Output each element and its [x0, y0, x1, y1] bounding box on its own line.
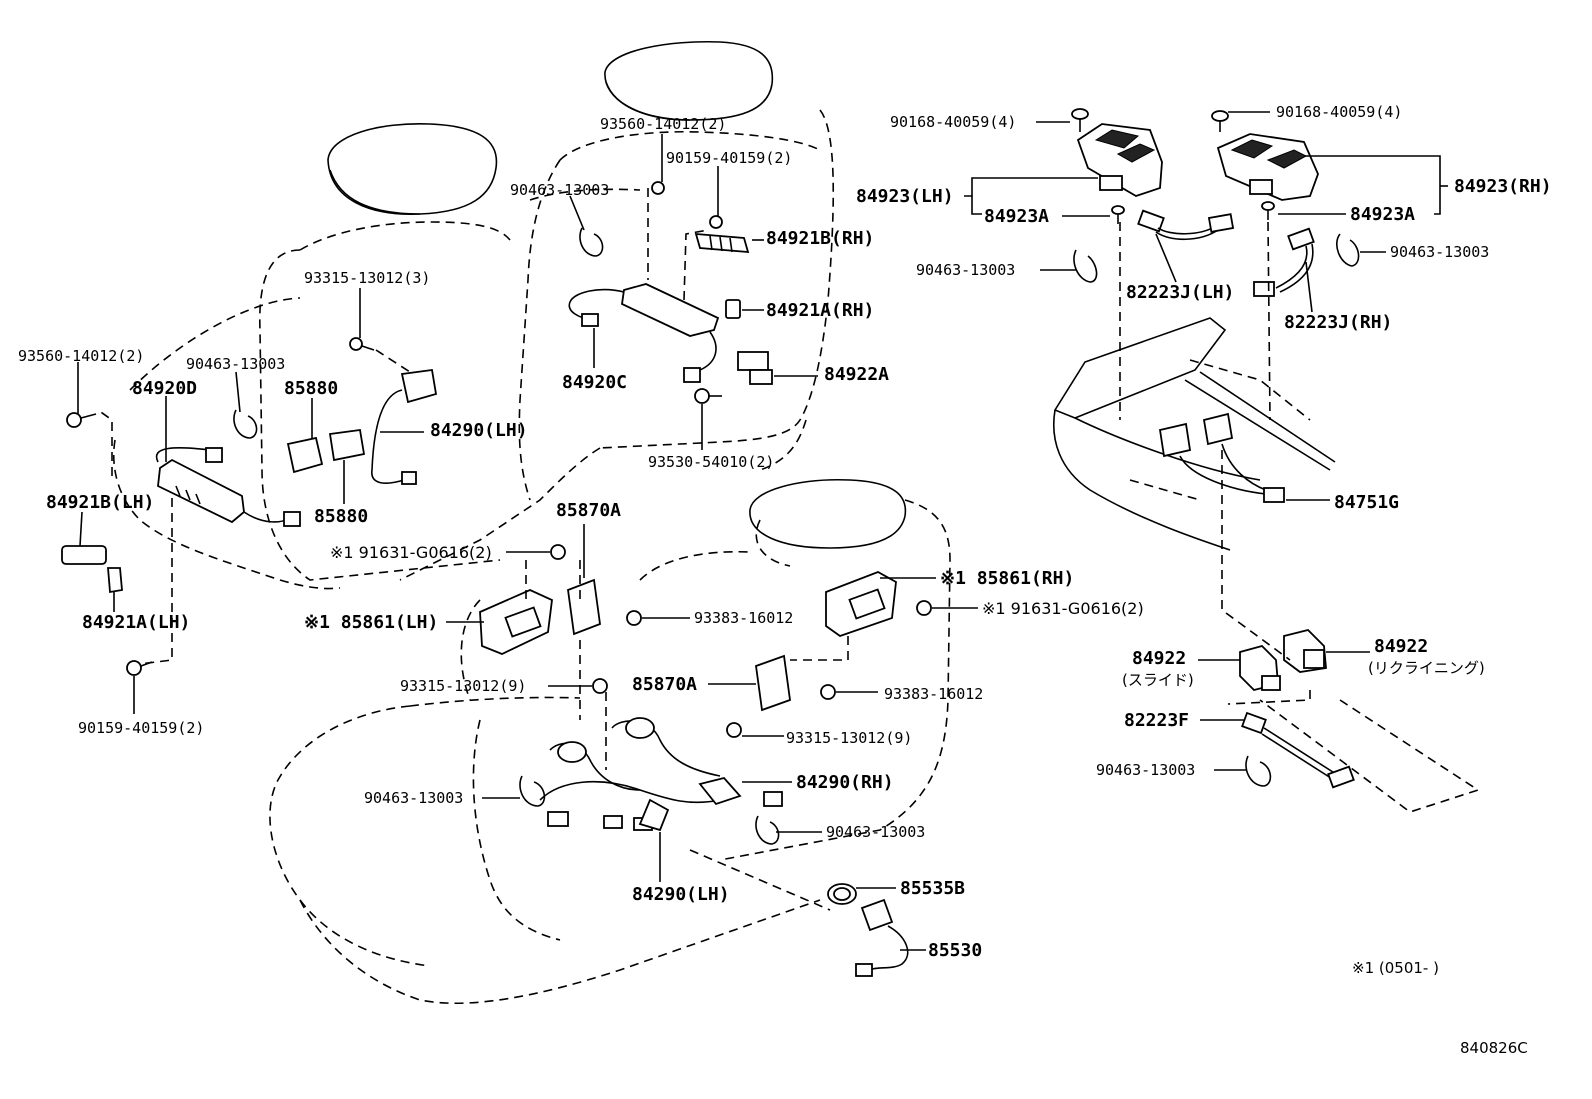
assembly-dash-lines [97, 188, 1480, 813]
part-label: 85880 [284, 378, 339, 399]
footnote-label: ※1 (0501- ) [1352, 959, 1439, 977]
power-outlet-85530-icon [827, 883, 909, 977]
front-screw-icon [550, 544, 932, 738]
wire-harness-84290-front-icon [539, 717, 783, 832]
module-85870a-icon [567, 578, 791, 712]
part-label: 93560-14012(2) [18, 347, 145, 365]
part-label: 82223F [1124, 710, 1190, 731]
part-label: 93560-14012(2) [600, 115, 727, 133]
part-label: 90168-40059(4) [1276, 103, 1403, 121]
part-label: 90168-40059(4) [890, 113, 1017, 131]
part-label: 93315-13012(9) [786, 729, 913, 747]
wire-harness-82223f-icon [1241, 711, 1355, 789]
part-label: (スライド) [1122, 671, 1194, 689]
wire-clamp-icon [233, 227, 1360, 845]
part-label: 93383-16012 [694, 609, 794, 627]
part-label: ※1 85861(LH) [304, 612, 439, 633]
part-label: 84923(LH) [856, 186, 954, 207]
part-label: ※1 85861(RH) [940, 568, 1075, 589]
part-label: 84751G [1334, 492, 1400, 513]
wire-harness-84920c-icon [568, 283, 773, 385]
part-label: 93383-16012 [884, 685, 984, 703]
part-label: 82223J(RH) [1284, 312, 1393, 333]
part-label: 84923(RH) [1454, 176, 1552, 197]
part-label: 84290(LH) [430, 420, 528, 441]
part-label: 82223J(LH) [1126, 282, 1235, 303]
wire-harness-84751g-icon [1158, 412, 1285, 503]
part-label: 84920D [132, 378, 198, 399]
screw-icon [1071, 108, 1275, 224]
part-label: 90463-13003 [364, 789, 464, 807]
part-label: (リクライニング) [1368, 659, 1485, 677]
rear-seat-outline [112, 40, 835, 590]
part-label: 84922 [1132, 648, 1187, 669]
part-label: 93530-54010(2) [648, 453, 775, 471]
diagram-code-label: 840826C [1460, 1039, 1528, 1057]
console-outline [1053, 317, 1336, 551]
part-label: 85530 [928, 940, 983, 961]
part-label: ※1 91631-G0616(2) [982, 599, 1144, 618]
cover-84921-rh-icon [694, 232, 750, 319]
part-label: 90463-13003 [826, 823, 926, 841]
part-label: 93315-13012(9) [400, 677, 527, 695]
part-label: ※1 91631-G0616(2) [330, 543, 492, 562]
part-label: 84923A [1350, 204, 1416, 225]
part-label: 85535B [900, 878, 966, 899]
part-label: 84920C [562, 372, 628, 393]
part-label: 84921B(LH) [46, 492, 155, 513]
part-label: 90463-13003 [1390, 243, 1490, 261]
part-label: 90463-13003 [510, 181, 610, 199]
part-label: 85870A [556, 500, 622, 521]
part-label: 90463-13003 [186, 355, 286, 373]
part-label: 84290(LH) [632, 884, 730, 905]
control-unit-85861-icon [479, 571, 897, 655]
front-seat-outline [269, 478, 951, 1005]
wire-harness-84920d-icon [155, 446, 301, 527]
part-label: 90159-40159(2) [78, 719, 205, 737]
part-label: 90463-13003 [916, 261, 1016, 279]
part-label: 84921B(RH) [766, 228, 875, 249]
power-seat-switch-rh-icon [1216, 133, 1319, 201]
part-label: 84922A [824, 364, 890, 385]
wire-harness-84290-lh-rear-icon [371, 368, 438, 485]
part-label: 84290(RH) [796, 772, 894, 793]
part-label: 85870A [632, 674, 698, 695]
leader-lines [77, 111, 1448, 951]
cover-84921-lh-icon [61, 545, 123, 594]
power-seat-switch-lh-icon [1076, 123, 1163, 197]
part-label: 84923A [984, 206, 1050, 227]
part-label: 90159-40159(2) [666, 149, 793, 167]
part-label: 84921A(LH) [82, 612, 191, 633]
bolt-icon [66, 181, 723, 676]
part-label: 84922 [1374, 636, 1429, 657]
part-label: 93315-13012(3) [304, 269, 431, 287]
part-label: 85880 [314, 506, 369, 527]
relay-85880-icon [286, 428, 366, 474]
switch-84922-icon [1239, 629, 1327, 691]
part-label: 84921A(RH) [766, 300, 875, 321]
part-label: 90463-13003 [1096, 761, 1196, 779]
